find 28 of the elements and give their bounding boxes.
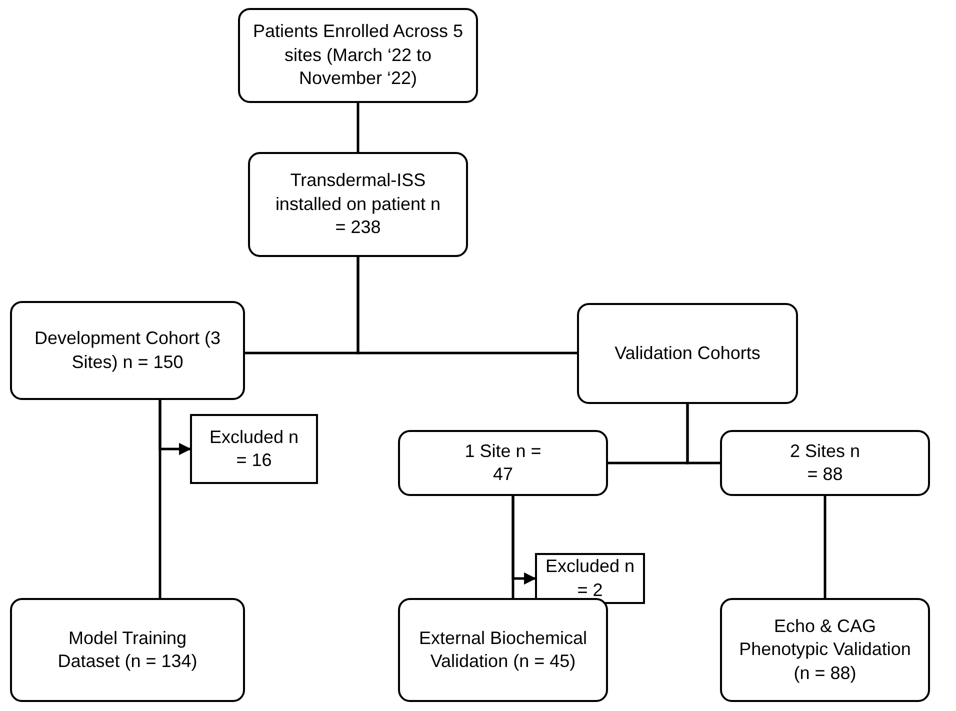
- box-text: Transdermal-ISS installed on patient n = 238: [274, 169, 442, 240]
- connector-line: [686, 404, 720, 464]
- connector-line: [356, 257, 577, 354]
- box-text: Patients Enrolled Across 5 sites (March ‘22 to November ‘22): [252, 20, 464, 90]
- process-box: [577, 303, 798, 404]
- box-text: Development Cohort (3 Sites) n = 150: [33, 327, 222, 374]
- box-text: Excluded n = 2: [545, 555, 635, 602]
- box-text: 1 Site n = 47: [464, 440, 542, 486]
- process-box: [10, 598, 245, 702]
- process-box: [398, 598, 608, 702]
- exclusion-box: [190, 414, 318, 484]
- box-text: 2 Sites n = 88: [788, 440, 862, 486]
- connector-line: [356, 103, 360, 152]
- box-text: Validation Cohorts: [614, 342, 760, 365]
- process-box: [720, 598, 930, 702]
- box-text: Model Training Dataset (n = 134): [56, 626, 198, 673]
- box-text: External Biochemical Validation (n = 45): [418, 626, 588, 673]
- process-box: [248, 152, 468, 257]
- connector-line: [824, 496, 826, 598]
- arrow: [512, 496, 536, 585]
- box-text: Excluded n = 16: [209, 426, 299, 472]
- exclusion-box: [535, 553, 645, 604]
- process-box: [10, 301, 245, 400]
- process-box: [398, 430, 608, 496]
- arrow: [158, 400, 192, 456]
- process-box: [238, 8, 478, 103]
- box-text: Echo & CAG Phenotypic Validation (n = 88): [738, 614, 912, 685]
- process-box: [720, 430, 930, 496]
